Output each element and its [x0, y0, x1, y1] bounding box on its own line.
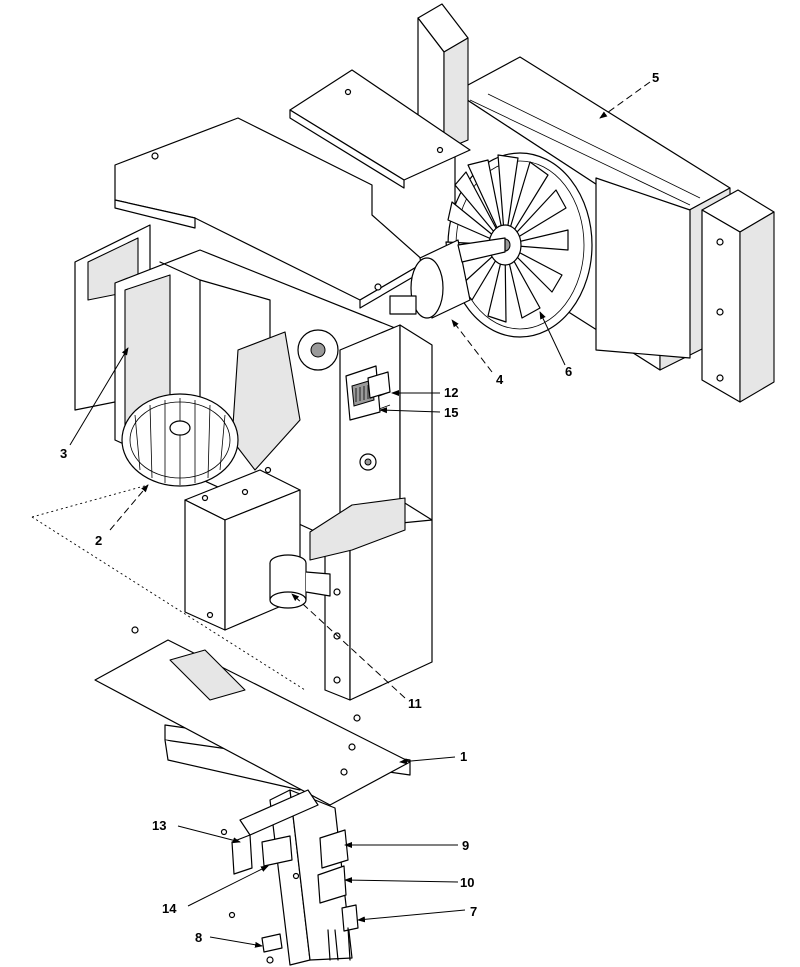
vertical-duct [417, 3, 469, 151]
callout-10: 10 [460, 875, 474, 890]
callout-8: 8 [195, 930, 202, 945]
callout-3: 3 [60, 446, 67, 461]
callout-12: 12 [444, 385, 458, 400]
control-board [345, 365, 391, 421]
callout-7: 7 [470, 904, 477, 919]
leader-lines [31, 81, 651, 948]
callout-labels: 1 2 3 4 5 6 7 8 9 10 11 12 13 14 15 [60, 70, 659, 945]
callout-1: 1 [460, 749, 467, 764]
capacitor [269, 554, 331, 609]
front-side-panel [309, 497, 433, 722]
callout-2: 2 [95, 533, 102, 548]
condenser-fan-blades [445, 154, 569, 323]
callout-9: 9 [462, 838, 469, 853]
blower-wheel [121, 393, 239, 487]
callout-11: 11 [408, 696, 422, 711]
side-panel-bracket [701, 189, 775, 403]
callout-15: 15 [444, 405, 458, 420]
callout-4: 4 [496, 372, 504, 387]
control-panel [339, 324, 433, 521]
callout-14: 14 [162, 901, 177, 916]
lower-bracket-assembly [220, 789, 359, 966]
fan-motor [389, 237, 506, 319]
callout-6: 6 [565, 364, 572, 379]
top-cover-plate [114, 117, 426, 309]
callout-5: 5 [652, 70, 659, 85]
base-pan [94, 626, 411, 806]
top-deflector-plate [289, 69, 471, 189]
callout-13: 13 [152, 818, 166, 833]
